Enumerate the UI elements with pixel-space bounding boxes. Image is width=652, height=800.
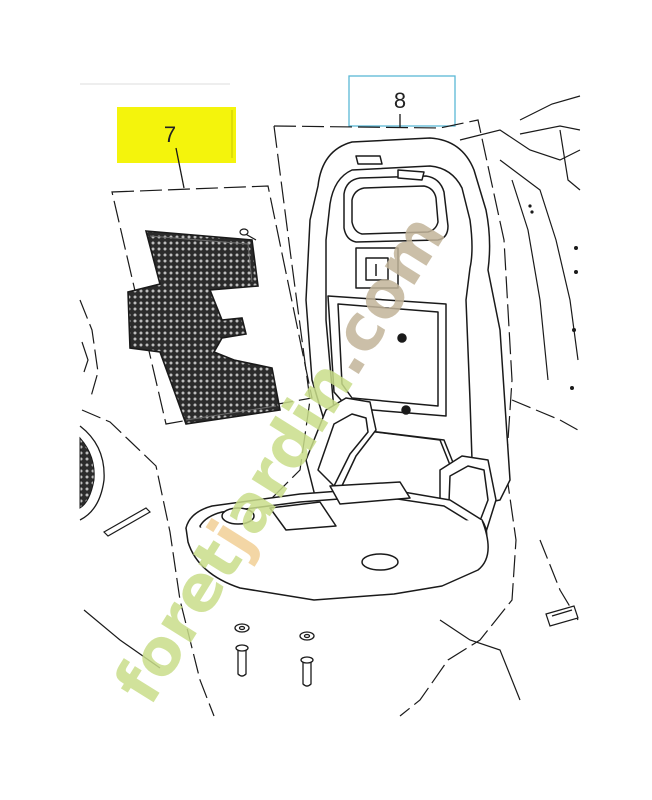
bolt-left — [234, 623, 250, 677]
callout-7-highlight — [117, 107, 236, 163]
watermark: foretjardin.com — [101, 202, 461, 716]
pin-left — [103, 507, 151, 537]
bolt-right — [299, 631, 315, 687]
callout-7-leader — [175, 147, 185, 189]
callout-7[interactable]: 7 — [117, 107, 236, 189]
seat — [185, 137, 511, 601]
callout-8-label: 8 — [394, 88, 406, 113]
screw-small — [239, 228, 257, 241]
bracket-right — [545, 605, 579, 627]
frame-background — [79, 95, 581, 717]
side-dots — [528, 204, 578, 390]
callout-7-label: 7 — [164, 122, 176, 147]
speaker-grille — [79, 425, 105, 521]
watermark-part-1: foret — [101, 527, 258, 717]
svg-text:foretjardin.com: foretjardin.com — [101, 202, 461, 716]
callout-8-box — [348, 75, 456, 127]
foot-mat — [127, 230, 281, 425]
callout-8[interactable]: 8 — [348, 75, 456, 128]
group-8-outline — [269, 119, 517, 717]
